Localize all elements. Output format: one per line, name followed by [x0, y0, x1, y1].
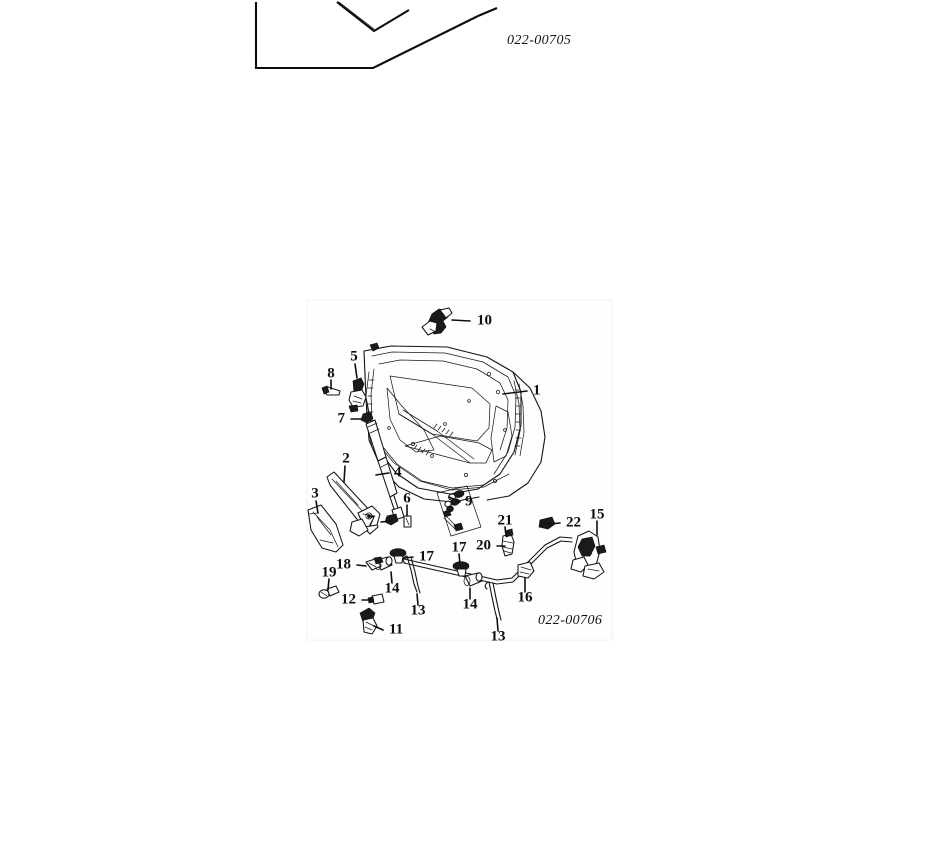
- callout-17-left: 17: [419, 548, 435, 564]
- callout-7-lower: 7: [368, 513, 376, 529]
- callout-numbers: 1 2 3 4 5 6 7 7 8 9 10 11 12 13 13 14 14…: [311, 312, 604, 644]
- callout-19: 19: [322, 564, 337, 580]
- top-figure-linework: [254, 1, 498, 70]
- callout-3: 3: [311, 485, 319, 501]
- callout-17-right: 17: [452, 539, 468, 555]
- callout-13-right: 13: [491, 628, 506, 644]
- callout-6: 6: [403, 490, 411, 506]
- callout-20: 20: [476, 537, 491, 553]
- callout-16: 16: [518, 589, 534, 605]
- callout-14-right: 14: [463, 596, 479, 612]
- part-21-bumper: [501, 533, 515, 557]
- part-5-bracket: [348, 377, 367, 413]
- part-16-cable-clip: [517, 561, 535, 579]
- callout-22: 22: [566, 514, 581, 530]
- callout-12: 12: [341, 591, 356, 607]
- part-8-bolt: [321, 385, 341, 396]
- part-2-hinge-arm: [326, 471, 381, 537]
- part-13-cable-hook-right: [484, 581, 502, 621]
- part-18-screw: [365, 556, 384, 571]
- part-17-grommet-left: [389, 548, 407, 564]
- main-figure-code: 022-00706: [538, 613, 602, 628]
- callout-15: 15: [590, 506, 605, 522]
- callout-8: 8: [327, 365, 335, 381]
- callout-4: 4: [394, 464, 402, 480]
- callout-13-left: 13: [411, 602, 426, 618]
- part-19-screw: [318, 585, 340, 599]
- callout-10: 10: [477, 312, 492, 328]
- part-11-release-handle: [359, 607, 378, 635]
- callout-18: 18: [336, 556, 351, 572]
- callout-leaders: [315, 319, 598, 632]
- part-14-bushing-right: [463, 572, 483, 587]
- part-15-latch: [570, 530, 607, 580]
- callout-5: 5: [350, 348, 358, 364]
- callout-2: 2: [342, 450, 350, 466]
- callout-1: 1: [533, 382, 541, 398]
- callout-21: 21: [498, 512, 513, 528]
- part-3-bracket: [307, 504, 344, 553]
- part-clip-small: [369, 342, 380, 352]
- part-10-hinge: [421, 307, 453, 336]
- part-6-screw: [403, 515, 412, 528]
- callout-7-upper: 7: [338, 410, 346, 426]
- callout-14-left: 14: [385, 580, 401, 596]
- callout-9: 9: [465, 493, 473, 509]
- top-figure-code: 022-00705: [507, 33, 571, 48]
- callout-11: 11: [389, 621, 403, 637]
- main-figure-linework: [307, 307, 607, 635]
